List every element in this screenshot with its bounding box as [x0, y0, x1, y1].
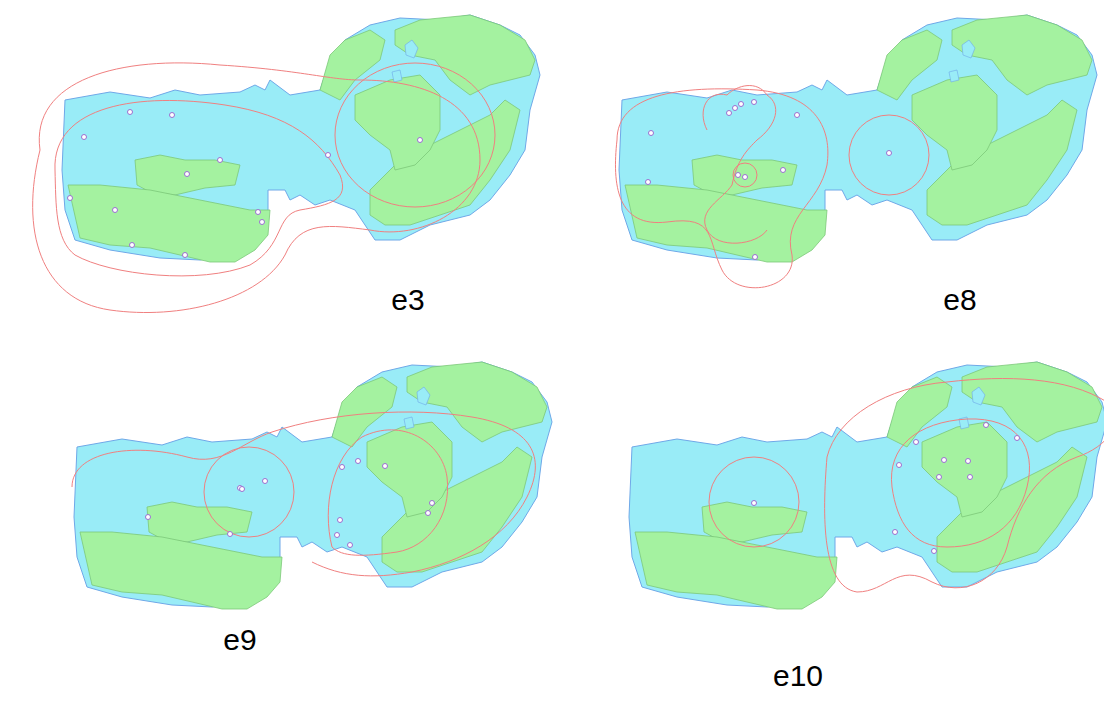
panel-label: e3: [391, 285, 424, 315]
panel-label: e10: [773, 661, 823, 691]
panel-label: e8: [943, 285, 976, 315]
panel-label: e9: [223, 625, 256, 655]
